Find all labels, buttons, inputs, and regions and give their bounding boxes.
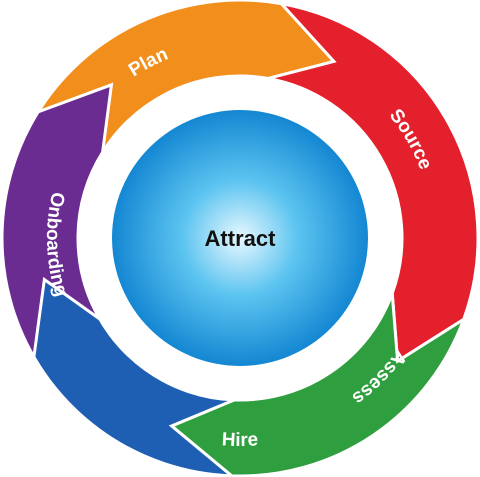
segment-onboarding: [0, 82, 114, 362]
stage-label-hire: Hire: [221, 429, 259, 451]
center-label: Attract: [205, 226, 277, 251]
center-circle: [112, 110, 368, 366]
